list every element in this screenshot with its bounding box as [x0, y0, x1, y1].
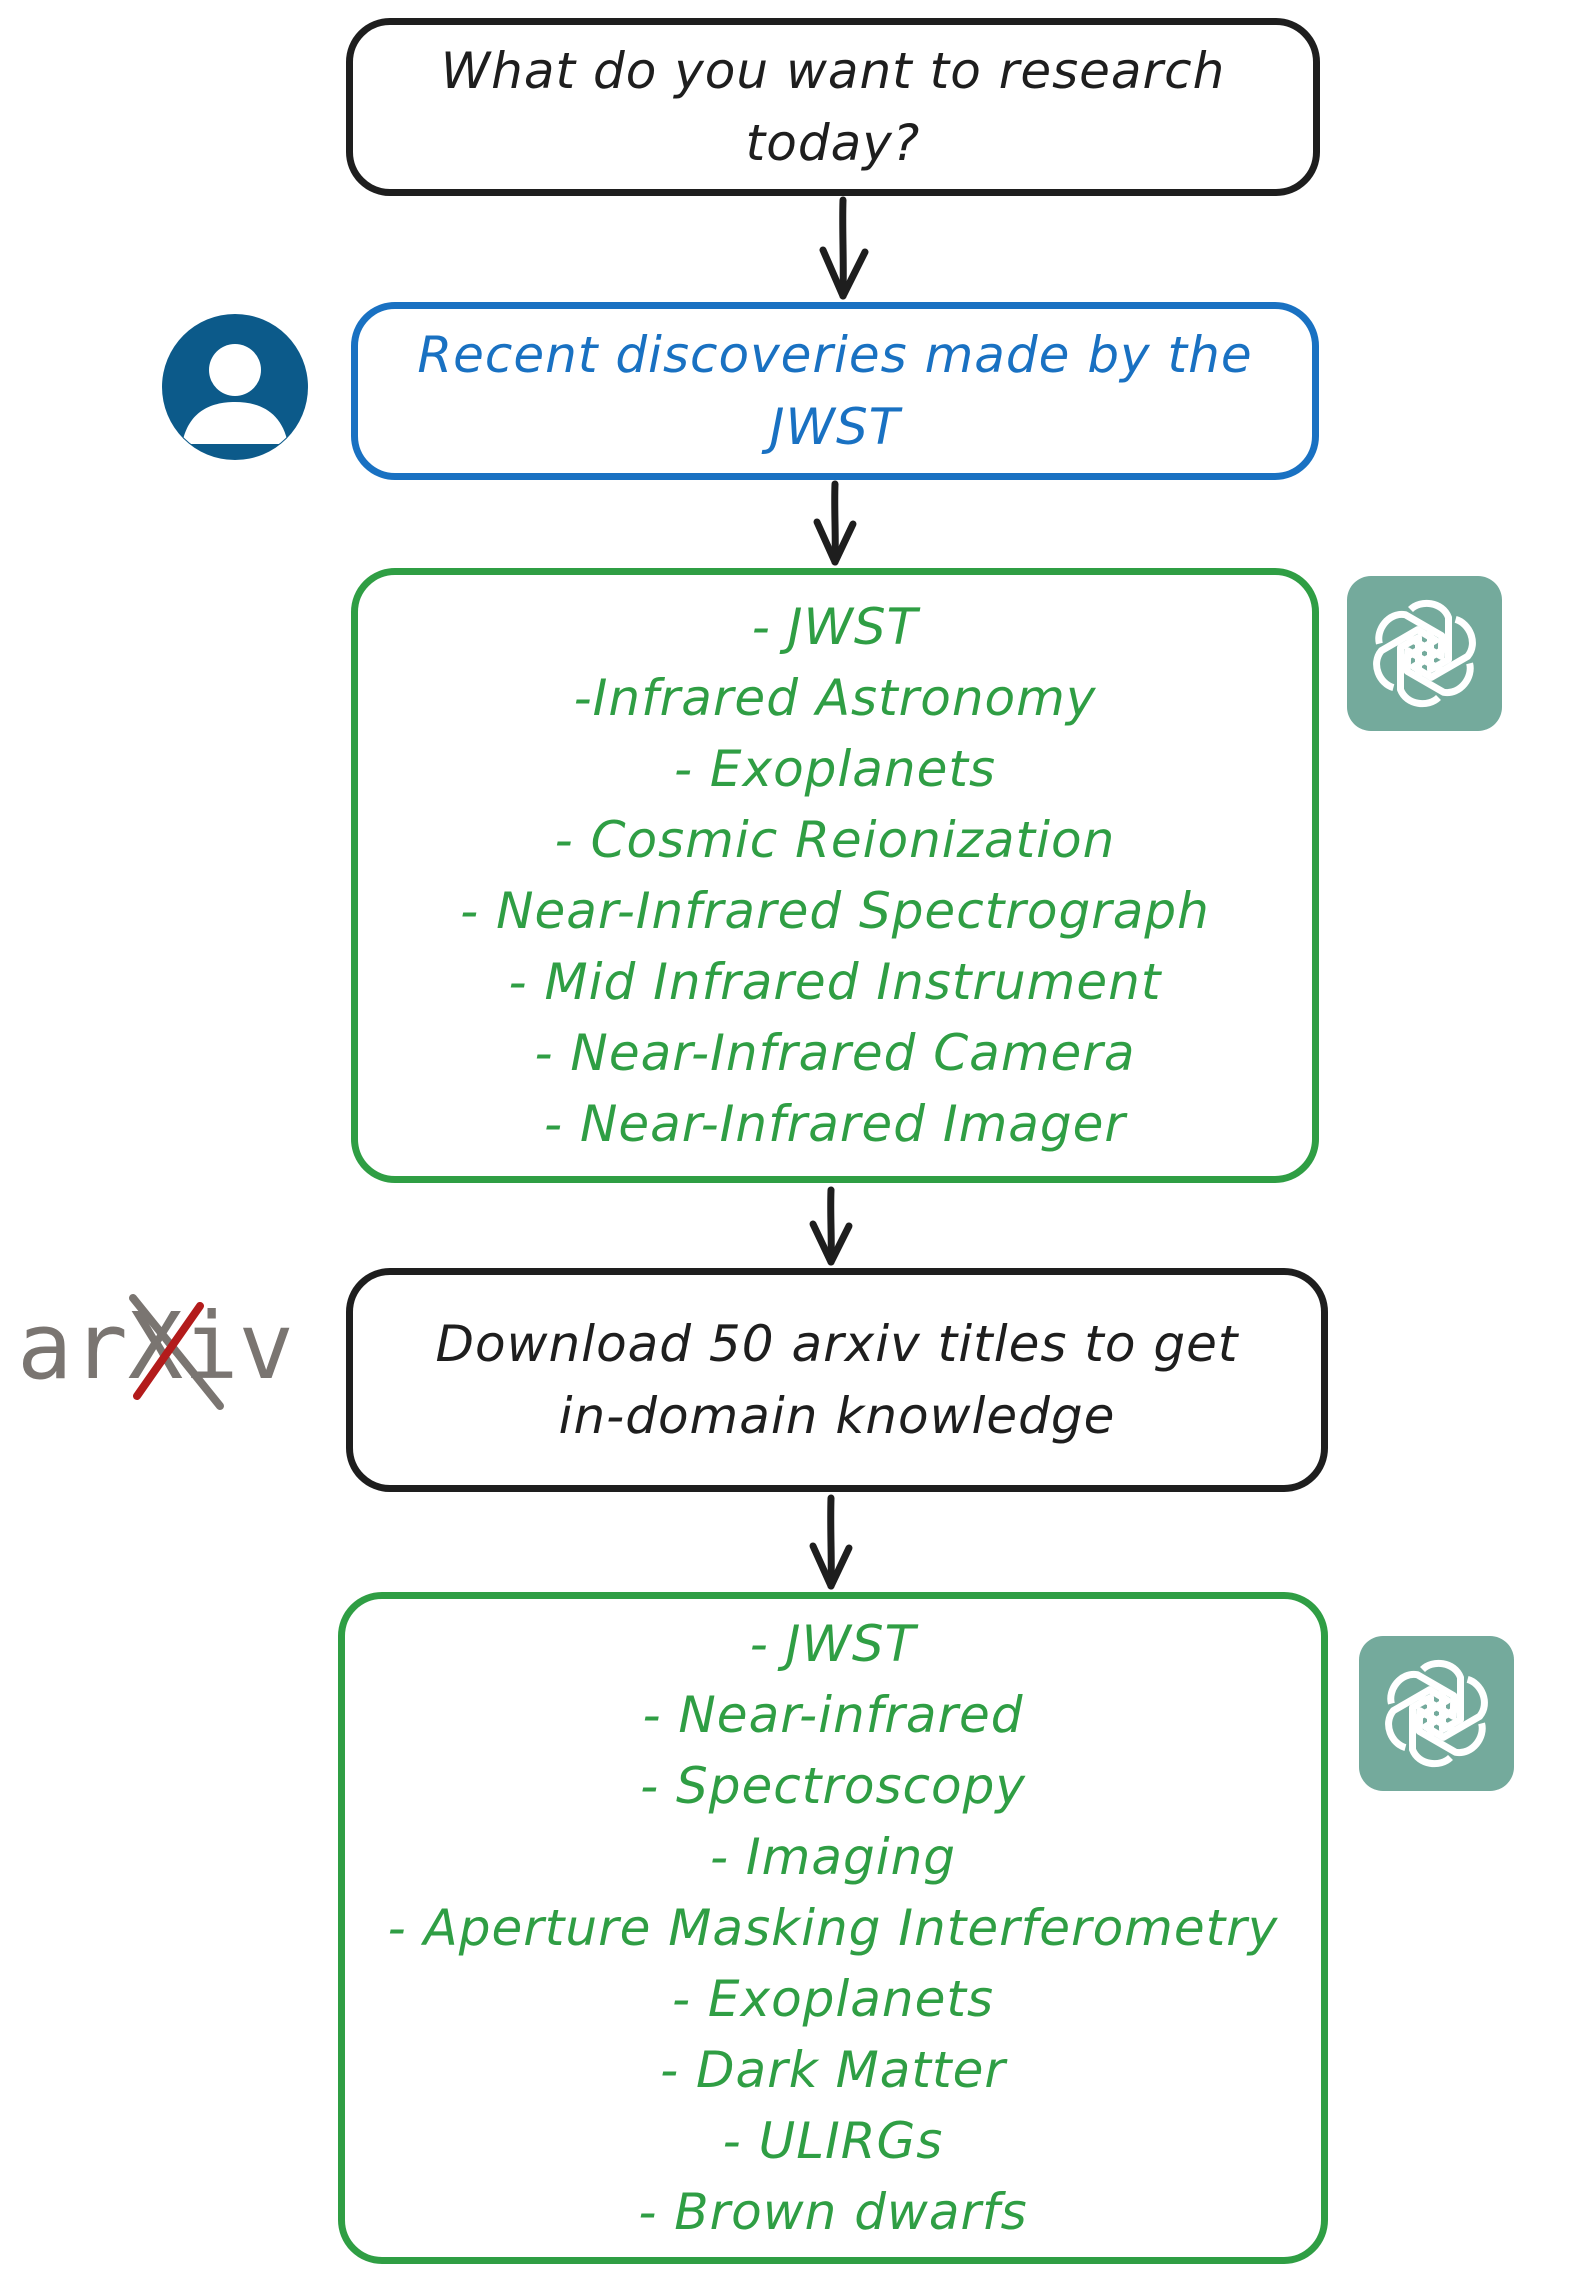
topics-box-initial: - JWST -Infrared Astronomy - Exoplanets …	[351, 568, 1319, 1183]
openai-logo-icon	[1359, 1659, 1514, 1791]
topic-item: - Near-Infrared Camera	[534, 1023, 1136, 1082]
topic-item: - Near-Infrared Imager	[544, 1094, 1126, 1153]
box-text-line: in-domain knowledge	[558, 1387, 1116, 1445]
download-arxiv-box: Download 50 arxiv titles to get in-domai…	[346, 1268, 1328, 1492]
topic-item: -Infrared Astronomy	[573, 668, 1097, 727]
topic-item: - JWST	[751, 597, 919, 656]
topic-item: - Near-infrared	[642, 1685, 1024, 1744]
topic-item: - Cosmic Reionization	[554, 810, 1116, 869]
openai-logo-icon	[1347, 599, 1502, 731]
topic-item: - ULIRGs	[722, 2111, 944, 2170]
topics-box-refined: - JWST - Near-infrared - Spectroscopy - …	[338, 1592, 1328, 2264]
arrow-down-icon	[809, 1494, 853, 1590]
box-text-line: JWST	[769, 398, 901, 456]
research-prompt-box: What do you want to research today?	[346, 18, 1320, 196]
arrow-down-icon	[809, 1186, 853, 1266]
box-text-line: today?	[745, 114, 921, 172]
arrow-down-icon	[813, 480, 857, 566]
topic-item: - Near-Infrared Spectrograph	[460, 881, 1210, 940]
openai-logo-tile	[1359, 1636, 1514, 1791]
topic-item: - Aperture Masking Interferometry	[387, 1898, 1279, 1957]
arrow-down-icon	[819, 196, 869, 300]
topic-item: - Exoplanets	[671, 1969, 995, 2028]
topic-item: - Imaging	[709, 1827, 957, 1886]
topic-item: - Brown dwarfs	[638, 2182, 1028, 2241]
arxiv-logo-text: arXiv	[17, 1293, 294, 1400]
topic-item: - Spectroscopy	[640, 1756, 1026, 1815]
topic-item: - Exoplanets	[673, 739, 997, 798]
topic-item: - Mid Infrared Instrument	[508, 952, 1162, 1011]
box-text-line: Recent discoveries made by the	[417, 326, 1253, 384]
box-text-line: Download 50 arxiv titles to get	[435, 1315, 1239, 1373]
arxiv-logo-icon: arXiv	[17, 1293, 294, 1410]
topic-item: - JWST	[749, 1614, 917, 1673]
user-query-box: Recent discoveries made by the JWST	[351, 302, 1319, 480]
box-text-line: What do you want to research	[440, 42, 1226, 100]
user-avatar-icon	[162, 314, 308, 460]
openai-logo-tile	[1347, 576, 1502, 731]
topic-item: - Dark Matter	[660, 2040, 1006, 2099]
